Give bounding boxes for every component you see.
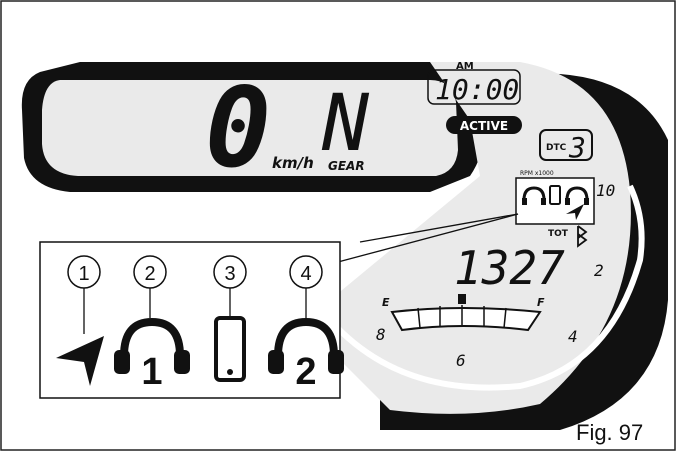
- callout-4: 4: [289, 255, 323, 318]
- svg-text:1: 1: [141, 351, 162, 393]
- odometer-label: TOT: [548, 229, 569, 239]
- status-smartphone-icon: [549, 185, 561, 205]
- callout-leader-line-1: [337, 213, 519, 263]
- svg-text:2: 2: [295, 351, 316, 393]
- callout-2-number: 2: [144, 263, 155, 285]
- round-lcd-panel: [320, 62, 631, 414]
- callout-3-number: 3: [224, 263, 235, 285]
- speed-unit: km/h: [272, 154, 314, 172]
- bluetooth-icon: [577, 225, 588, 248]
- headset-2-icon: 2: [268, 317, 344, 393]
- callout-1-number: 1: [78, 263, 89, 285]
- tach-6: 6: [456, 351, 466, 370]
- tach-8: 8: [376, 325, 386, 344]
- speed-value: 0: [205, 64, 271, 192]
- dtc-frame: [539, 129, 593, 161]
- fuel-empty-label: E: [382, 296, 390, 309]
- status-navigation-icon: [566, 204, 584, 220]
- speed-lcd-panel: [42, 80, 458, 176]
- callout-1: 1: [67, 255, 101, 334]
- gear-value: N: [321, 79, 370, 169]
- gear-label: GEAR: [328, 159, 365, 173]
- clock-meridiem: AM: [456, 61, 474, 72]
- callout-3: 3: [213, 255, 247, 316]
- active-badge: ACTIVE: [460, 119, 508, 133]
- odometer-value: 1327: [454, 241, 565, 295]
- fuel-pump-icon: [458, 294, 466, 304]
- status-headset-2-icon: [565, 186, 589, 205]
- connectivity-status-box: [515, 177, 595, 225]
- callout-2: 2: [133, 255, 167, 318]
- tach-10: 10: [596, 181, 615, 200]
- status-headset-1-icon: [522, 186, 546, 205]
- clock-frame: [427, 69, 521, 105]
- active-badge-bg: [446, 116, 522, 134]
- smartphone-icon: [214, 316, 246, 382]
- clock-time: 10:00: [435, 73, 519, 106]
- fuel-gauge-bar: [390, 307, 542, 332]
- fuel-gauge-segments: [417, 305, 507, 329]
- headset-1-icon: 1: [114, 317, 190, 393]
- navigation-arrow-icon: [56, 336, 104, 386]
- tach-4: 4: [568, 327, 578, 346]
- tachometer-arc: [327, 184, 645, 391]
- tach-2: 2: [594, 261, 604, 280]
- callout-4-number: 4: [300, 263, 311, 285]
- rpm-label: RPM x1000: [520, 170, 554, 177]
- dtc-value: 3: [568, 131, 586, 164]
- callout-leader-line-2: [359, 213, 519, 243]
- figure-label: Fig. 97: [576, 420, 643, 445]
- dtc-label: DTC: [546, 143, 567, 153]
- fuel-full-label: F: [537, 296, 545, 309]
